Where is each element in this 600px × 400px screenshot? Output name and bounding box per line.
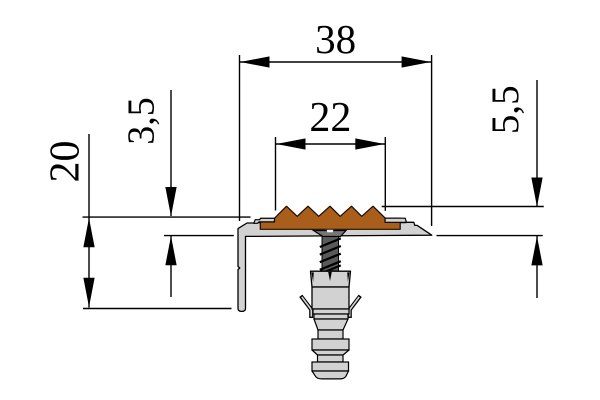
svg-text:38: 38 [315, 16, 356, 62]
svg-text:20: 20 [43, 141, 89, 183]
svg-text:22: 22 [309, 95, 351, 141]
svg-text:5,5: 5,5 [484, 85, 527, 134]
svg-text:3,5: 3,5 [121, 97, 163, 145]
